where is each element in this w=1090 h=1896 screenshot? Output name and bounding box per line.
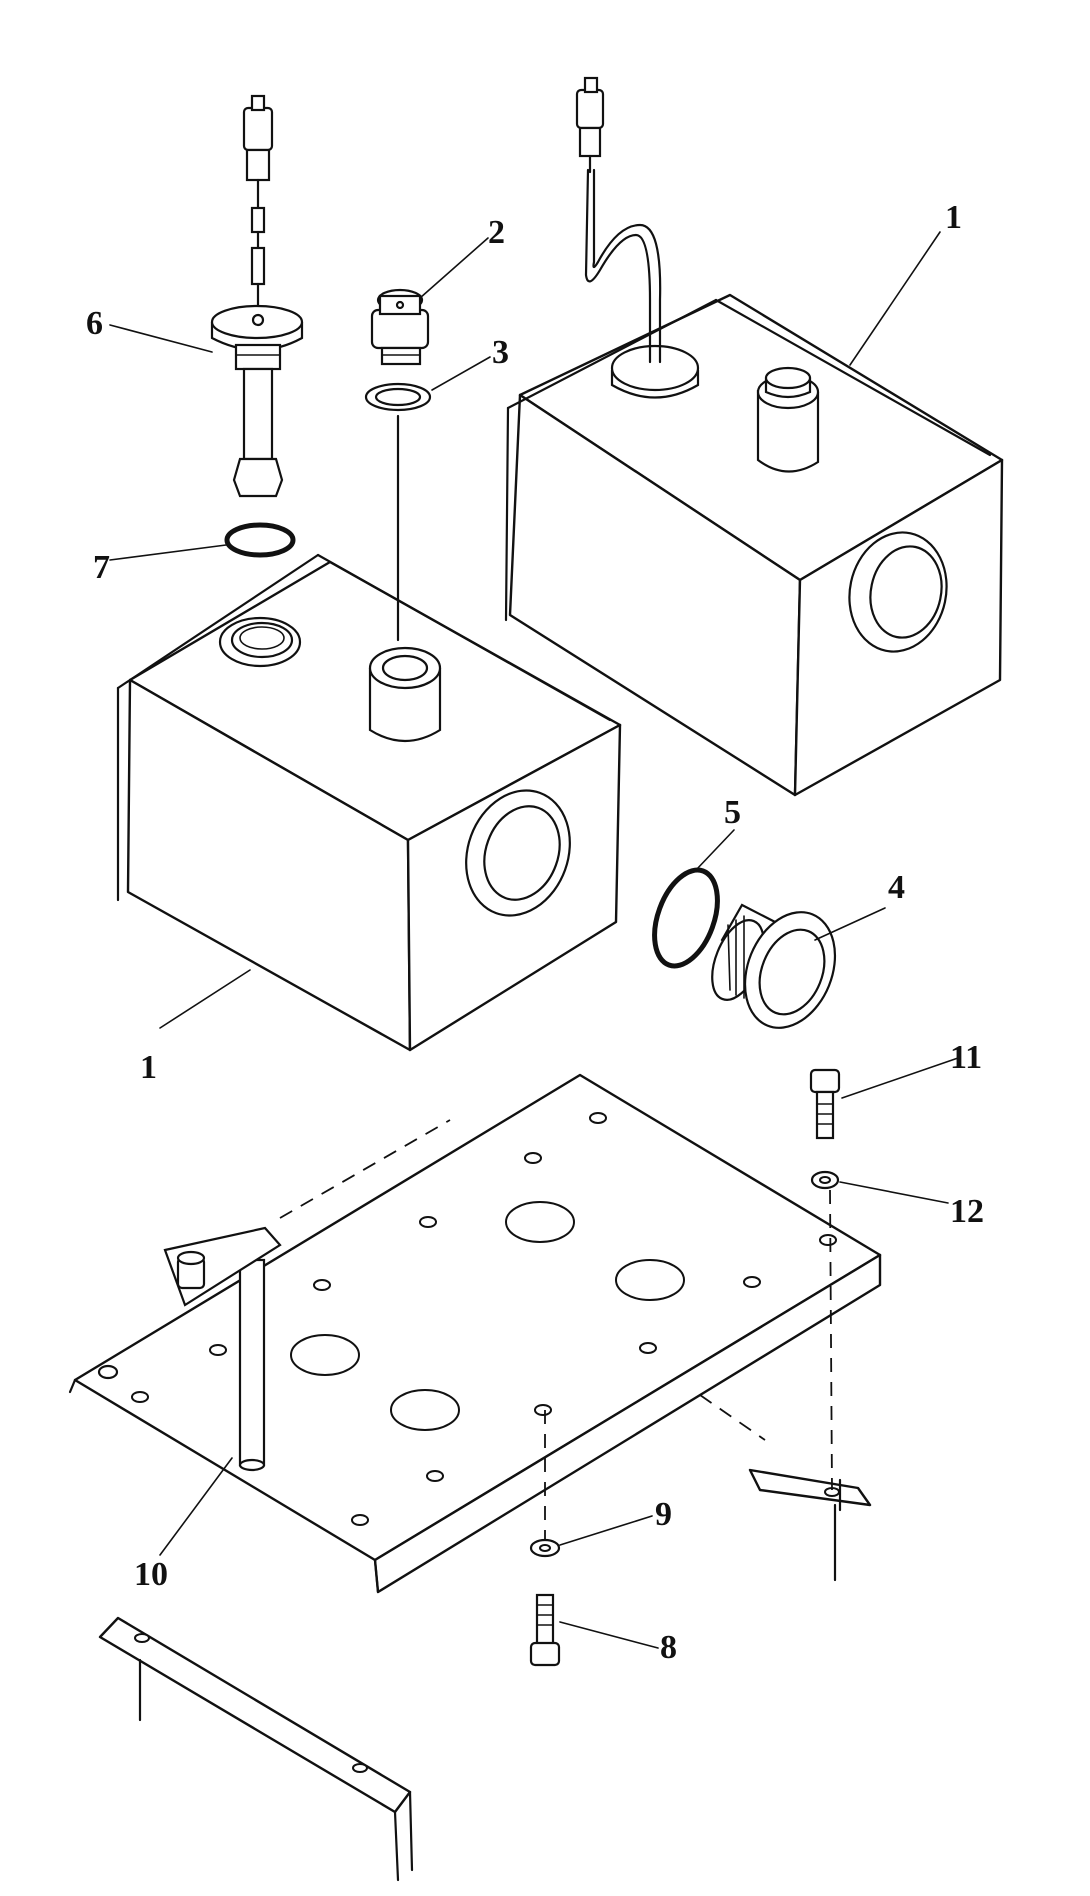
callout-10: 10 — [134, 1556, 168, 1593]
solenoid-valve-left — [116, 553, 622, 1052]
callout-1-right: 1 — [945, 199, 962, 236]
solenoid-pin-assembly — [210, 94, 304, 498]
center-line-right-bolt — [829, 1189, 833, 1491]
mounting-bracket — [68, 1073, 882, 1594]
center-line-clamp — [279, 1119, 451, 1219]
solenoid-valve-right — [504, 76, 1004, 797]
callout-7: 7 — [93, 549, 110, 586]
bracket-foot-right — [748, 1468, 872, 1582]
callout-labels: 1 1 2 3 4 5 6 7 8 9 10 11 12 — [86, 199, 984, 1666]
callout-8: 8 — [660, 1629, 677, 1666]
o-ring-upper — [224, 522, 296, 558]
washer-upper — [810, 1170, 840, 1190]
callout-6: 6 — [86, 305, 103, 342]
callout-4: 4 — [888, 869, 905, 906]
callout-12: 12 — [950, 1193, 984, 1230]
callout-1-left: 1 — [140, 1049, 157, 1086]
center-line-foot — [699, 1394, 766, 1441]
callout-11: 11 — [950, 1039, 982, 1076]
seal-ring — [364, 382, 432, 642]
plug — [370, 288, 430, 366]
leader-lines — [109, 231, 959, 1649]
o-ring-side — [652, 867, 720, 969]
callout-3: 3 — [492, 334, 509, 371]
bolt-upper — [809, 1068, 841, 1140]
callout-5: 5 — [724, 794, 741, 831]
callout-9: 9 — [655, 1496, 672, 1533]
callout-2: 2 — [488, 214, 505, 251]
washer-lower — [529, 1538, 561, 1558]
bolt-lower — [529, 1593, 561, 1667]
bracket-lower — [98, 1616, 414, 1882]
side-plug-fitting — [711, 903, 837, 1029]
